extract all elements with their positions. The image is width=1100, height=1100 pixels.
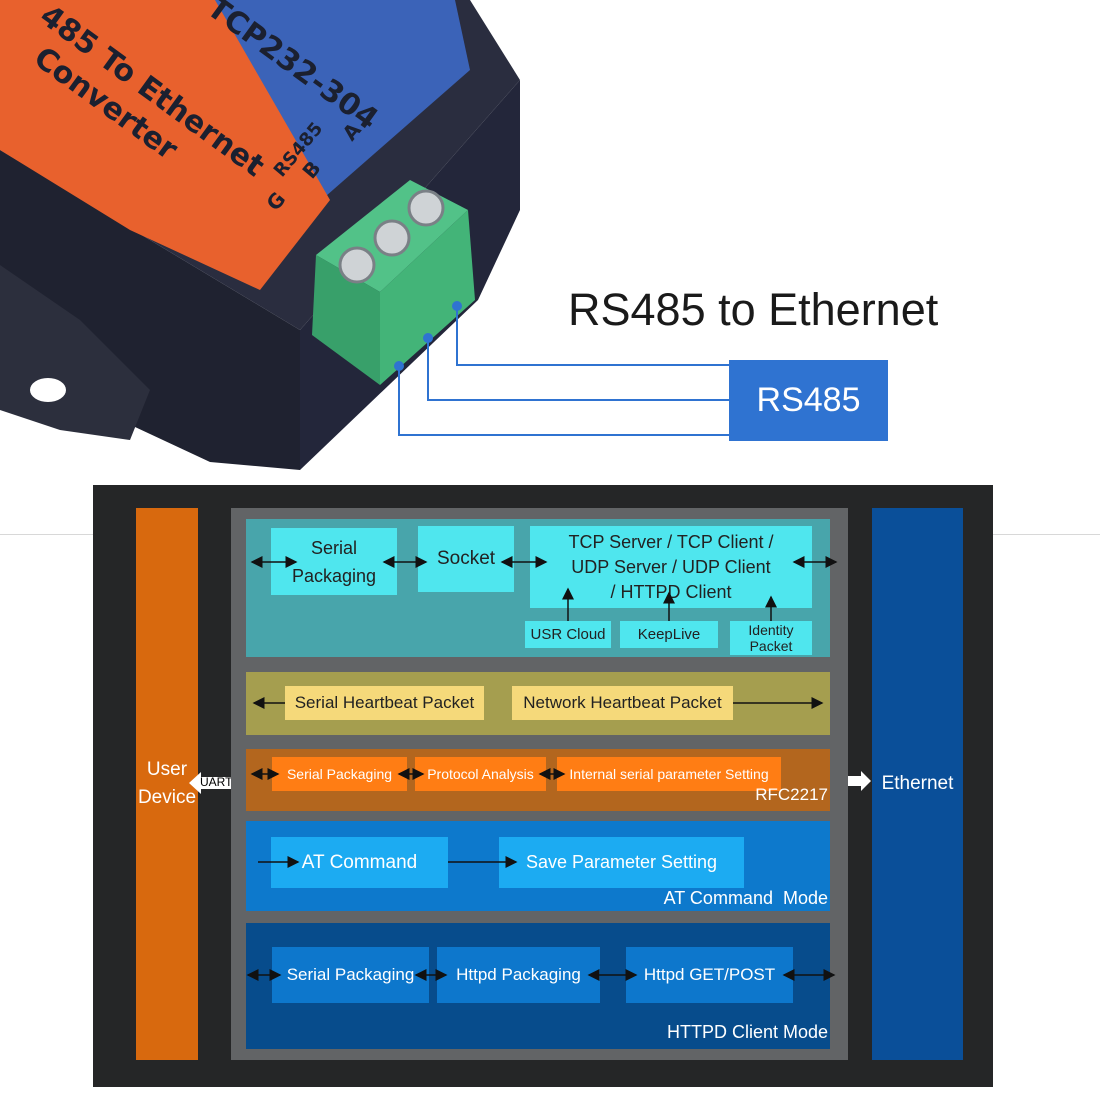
httpd-mode-label: HTTPD Client Mode: [666, 1022, 828, 1042]
wire-1: [456, 306, 729, 366]
wire-dot-3: [394, 361, 404, 371]
save-setting-box: Save Parameter Setting: [499, 837, 744, 888]
rs485-box: RS485: [729, 360, 888, 441]
user-device-label: User Device: [137, 759, 197, 808]
converter-product-photo: 485 To Ethernet Converter TCP232-304 RS4…: [0, 0, 729, 470]
at-command-band: AT Command Save Parameter Setting AT Com…: [246, 821, 830, 911]
rfc2217-band: Serial Packaging Protocol Analysis Inter…: [246, 749, 830, 811]
device-label-orange: [0, 0, 330, 290]
rfc-mode-label: RFC2217: [755, 785, 828, 804]
conversion-core: Serial Packaging Socket TCP Server / TCP…: [231, 508, 848, 1060]
usr-cloud-box: USR Cloud: [525, 621, 611, 648]
network-heartbeat-box: Network Heartbeat Packet: [512, 686, 733, 720]
terminal-screw-3: [407, 189, 445, 227]
httpd-packaging-box: Httpd Packaging: [437, 947, 600, 1003]
terminal-screw-2: [373, 219, 411, 257]
wire-dot-2: [423, 333, 433, 343]
wire-3: [398, 366, 729, 436]
httpd-getpost-box: Httpd GET/POST: [626, 947, 793, 1003]
httpd-serial-packaging-box: Serial Packaging: [272, 947, 429, 1003]
httpd-band: Serial Packaging Httpd Packaging Httpd G…: [246, 923, 836, 1049]
rfc-protocol-analysis-box: Protocol Analysis: [415, 757, 546, 791]
heartbeat-band: Serial Heartbeat Packet Network Heartbea…: [246, 672, 830, 735]
serial-heartbeat-box: Serial Heartbeat Packet: [285, 686, 484, 720]
terminal-block-front: [312, 255, 380, 385]
terminal-block-side: [380, 210, 475, 385]
ethernet-label: Ethernet: [881, 773, 954, 794]
wire-dot-1: [452, 301, 462, 311]
terminal-screw-1: [338, 246, 376, 284]
ethernet-column: Ethernet: [872, 508, 963, 1060]
at-command-box: AT Command: [271, 837, 448, 888]
socket-mode-band: Serial Packaging Socket TCP Server / TCP…: [246, 519, 838, 657]
mounting-hole: [30, 378, 66, 402]
keeplive-box: KeepLive: [620, 621, 718, 648]
headline: RS485 to Ethernet: [568, 284, 939, 335]
user-device-column: User Device: [136, 508, 198, 1060]
divider-line-left: [0, 534, 93, 535]
divider-line-right: [993, 534, 1100, 535]
protocols-box: TCP Server / TCP Client / UDP Server / U…: [530, 526, 812, 608]
wire-2: [427, 338, 729, 401]
socket-box: Socket: [418, 526, 514, 592]
at-mode-label: AT Command Mode: [663, 888, 828, 908]
rfc-internal-setting-box: Internal serial parameter Setting: [557, 757, 781, 791]
uart-label: UART: [200, 775, 233, 789]
rfc-serial-packaging-box: Serial Packaging: [272, 757, 407, 791]
socket-serial-packaging-box: Serial Packaging: [271, 528, 397, 595]
identity-packet-box: Identity Packet: [730, 621, 812, 655]
architecture-diagram: User Device UART Ethernet Serial Packagi…: [93, 485, 993, 1087]
